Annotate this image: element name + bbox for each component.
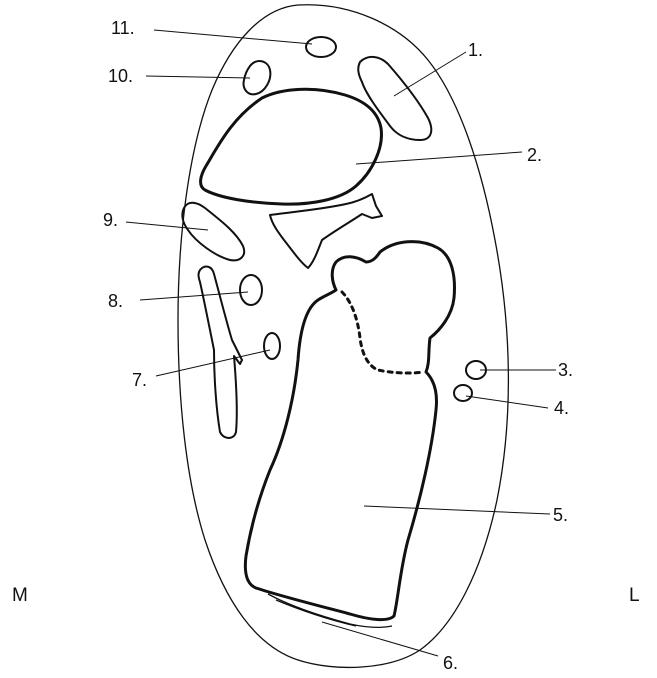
- leader-2: [356, 152, 522, 164]
- label-2: 2.: [527, 145, 542, 165]
- medial-marker: M: [12, 585, 28, 606]
- leader-9: [126, 222, 208, 230]
- label-10: 10.: [108, 66, 133, 86]
- structure-8: [240, 275, 262, 305]
- label-4: 4.: [554, 398, 569, 418]
- bone-5-dotted-boundary: [342, 292, 424, 373]
- structure-11: [306, 37, 336, 57]
- label-3: 3.: [558, 360, 573, 380]
- label-9: 9.: [103, 210, 118, 230]
- structure-9: [182, 203, 244, 261]
- structure-1: [358, 57, 431, 140]
- structure-4: [454, 385, 472, 401]
- long-medial-structure: [199, 267, 243, 438]
- bone-2: [201, 89, 382, 204]
- leader-8: [140, 292, 248, 300]
- leader-10: [146, 76, 250, 78]
- leader-4: [466, 396, 548, 408]
- label-1: 1.: [468, 40, 483, 60]
- structure-6: [268, 594, 392, 627]
- label-11: 11.: [111, 18, 135, 38]
- structure-7: [264, 333, 280, 359]
- bone-5: [245, 242, 454, 620]
- label-8: 8.: [108, 291, 123, 311]
- lateral-marker: L: [629, 585, 640, 606]
- leader-7: [156, 350, 270, 376]
- label-6: 6.: [443, 653, 458, 673]
- outer-outline: [178, 5, 508, 668]
- leader-5: [364, 506, 550, 514]
- label-5: 5.: [553, 505, 568, 525]
- leader-1: [394, 52, 466, 96]
- label-7: 7.: [132, 370, 147, 390]
- leader-11: [154, 30, 312, 44]
